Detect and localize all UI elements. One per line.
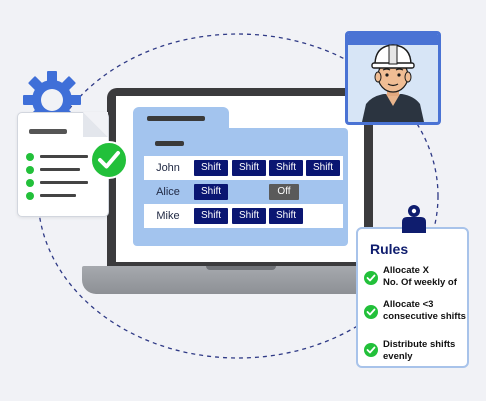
rule-item: Distribute shifts evenly <box>383 339 467 363</box>
window-tab-title-placeholder <box>147 116 205 121</box>
shift-cell[interactable]: Shift <box>306 160 340 176</box>
off-cell[interactable]: Off <box>269 184 299 200</box>
shift-cell[interactable]: Shift <box>194 184 228 200</box>
checklist-line <box>40 194 76 197</box>
rule-line: Allocate X <box>383 265 429 276</box>
rule-line: evenly <box>383 351 413 362</box>
rule-line: consecutive shifts <box>383 311 466 322</box>
checklist-dot <box>26 166 34 174</box>
shift-cell[interactable]: Shift <box>269 208 303 224</box>
schedule-header-placeholder <box>155 141 184 146</box>
rule-line: No. Of weekly of <box>383 277 457 288</box>
laptop-trackpad-notch <box>206 266 276 270</box>
rule-item: Allocate X No. Of weekly of <box>383 265 467 289</box>
employee-name: Alice <box>156 186 180 198</box>
rule-line: Allocate <3 <box>383 299 434 310</box>
shift-cell[interactable]: Shift <box>194 208 228 224</box>
page-fold <box>83 112 108 137</box>
worker-avatar-card <box>345 31 441 125</box>
employee-name: John <box>156 162 180 174</box>
checklist-dot <box>26 153 34 161</box>
laptop-base <box>82 266 400 294</box>
checklist-line <box>40 181 88 184</box>
employee-name: Mike <box>156 210 180 222</box>
check-circle-icon <box>364 271 378 285</box>
document-title-placeholder <box>29 129 67 134</box>
shift-cell[interactable]: Shift <box>232 208 266 224</box>
checklist-line <box>40 168 80 171</box>
worker-avatar-icon <box>362 44 424 122</box>
schedule-row-bg <box>144 180 343 204</box>
check-circle-icon <box>90 141 128 179</box>
checklist-dot <box>26 179 34 187</box>
rules-title: Rules <box>370 241 409 257</box>
rule-line: Distribute shifts <box>383 339 456 350</box>
rule-item: Allocate <3 consecutive shifts <box>383 299 467 323</box>
clipboard-icon <box>402 205 426 233</box>
shift-cell[interactable]: Shift <box>232 160 266 176</box>
check-circle-icon <box>364 305 378 319</box>
checklist-dot <box>26 192 34 200</box>
shift-cell[interactable]: Shift <box>194 160 228 176</box>
shift-cell[interactable]: Shift <box>269 160 303 176</box>
checklist-line <box>40 155 88 158</box>
check-circle-icon <box>364 343 378 357</box>
